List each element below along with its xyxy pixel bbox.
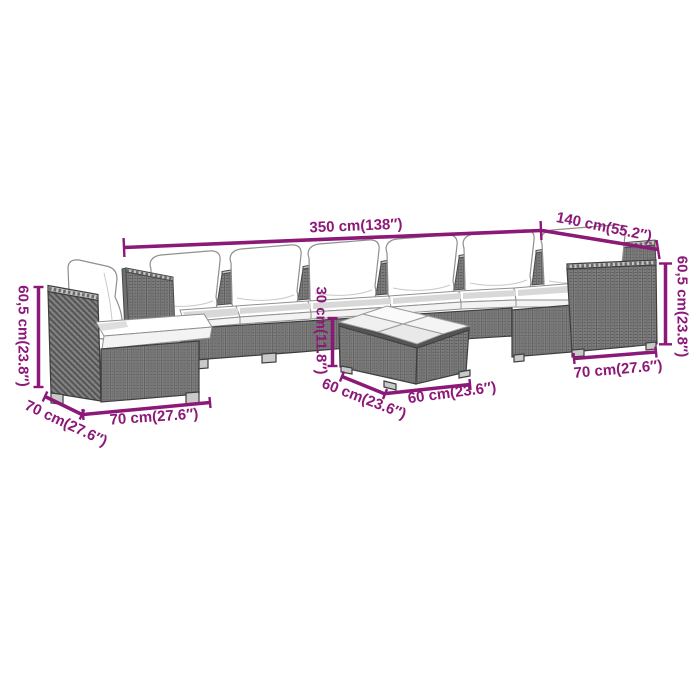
svg-text:60,5 cm(23.8″): 60,5 cm(23.8″) [674, 256, 691, 357]
svg-text:350 cm(138″): 350 cm(138″) [309, 216, 403, 237]
svg-text:70 cm(27.6″): 70 cm(27.6″) [109, 405, 199, 428]
svg-text:60,5 cm(23.8″): 60,5 cm(23.8″) [15, 285, 32, 386]
svg-text:30 cm(11.8″): 30 cm(11.8″) [313, 286, 330, 374]
